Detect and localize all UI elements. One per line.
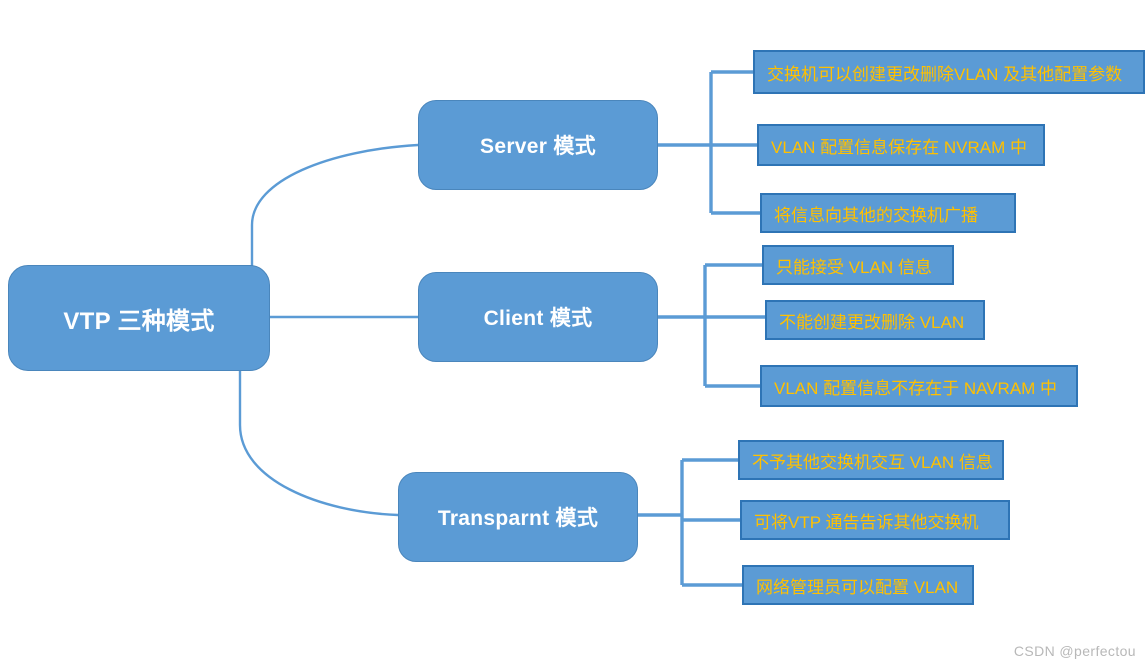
leaf-transparnt-2[interactable]: 可将VTP 通告告诉其他交换机 <box>740 500 1010 540</box>
bracket-transparnt <box>638 458 742 587</box>
leaf-client-2[interactable]: 不能创建更改删除 VLAN <box>765 300 985 340</box>
branch-node-server[interactable]: Server 模式 <box>418 100 658 190</box>
root-node-vtp-modes[interactable]: VTP 三种模式 <box>8 265 270 371</box>
leaf-transparnt-1[interactable]: 不予其他交换机交互 VLAN 信息 <box>738 440 1004 480</box>
leaf-client-3[interactable]: VLAN 配置信息不存在于 NAVRAM 中 <box>760 365 1078 407</box>
branch-node-transparnt[interactable]: Transparnt 模式 <box>398 472 638 562</box>
watermark: CSDN @perfectou <box>1013 643 1136 659</box>
leaf-transparnt-3[interactable]: 网络管理员可以配置 VLAN <box>742 565 974 605</box>
leaf-server-2[interactable]: VLAN 配置信息保存在 NVRAM 中 <box>757 124 1045 166</box>
leaf-client-1[interactable]: 只能接受 VLAN 信息 <box>762 245 954 285</box>
branch-node-client[interactable]: Client 模式 <box>418 272 658 362</box>
bracket-server <box>658 70 760 215</box>
connector-root-to-transparnt <box>238 369 400 517</box>
leaf-server-1[interactable]: 交换机可以创建更改删除VLAN 及其他配置参数 <box>753 50 1145 94</box>
connector-root-to-server <box>250 143 420 267</box>
bracket-client <box>658 263 765 388</box>
leaf-server-3[interactable]: 将信息向其他的交换机广播 <box>760 193 1016 233</box>
